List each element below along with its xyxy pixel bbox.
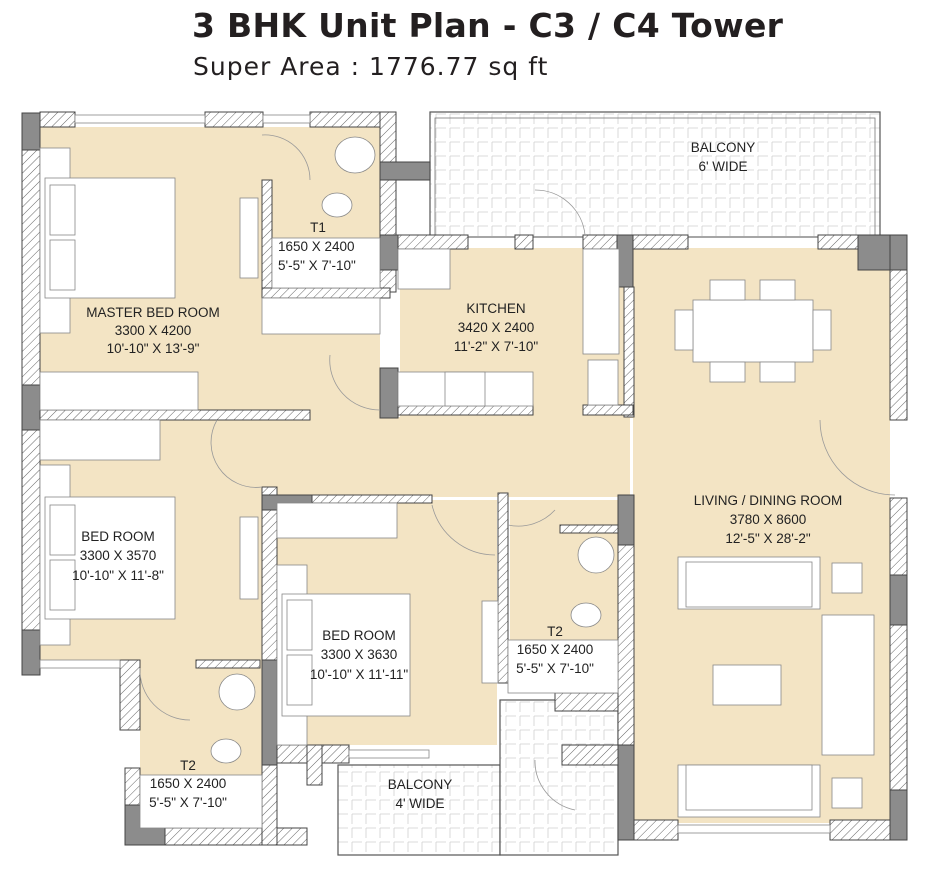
svg-text:BED ROOM: BED ROOM xyxy=(81,529,155,544)
svg-text:MASTER BED ROOM: MASTER BED ROOM xyxy=(86,305,220,320)
svg-text:10'-10" X 13'-9": 10'-10" X 13'-9" xyxy=(107,341,200,356)
svg-text:KITCHEN: KITCHEN xyxy=(466,301,525,316)
svg-text:5'-5" X 7'-10": 5'-5" X 7'-10" xyxy=(278,258,356,273)
windows xyxy=(39,114,831,834)
room-t1: T1 1650 X 2400 5'-5" X 7'-10" xyxy=(278,220,356,273)
svg-text:1650 X 2400: 1650 X 2400 xyxy=(278,239,355,254)
room-kitchen: KITCHEN 3420 X 2400 11'-2" X 7'-10" xyxy=(454,301,538,354)
room-bedroom-2: BED ROOM 3300 X 3630 10'-10" X 11'-11" xyxy=(310,628,409,682)
room-balcony-6: BALCONY 6' WIDE xyxy=(691,140,756,174)
svg-text:BED ROOM: BED ROOM xyxy=(322,628,396,643)
svg-text:3300 X 3570: 3300 X 3570 xyxy=(80,548,157,563)
room-living-dining: LIVING / DINING ROOM 3780 X 8600 12'-5" … xyxy=(694,493,843,546)
svg-text:10'-10" X 11'-11": 10'-10" X 11'-11" xyxy=(310,667,409,682)
svg-text:4' WIDE: 4' WIDE xyxy=(395,796,444,811)
svg-text:5'-5" X 7'-10": 5'-5" X 7'-10" xyxy=(149,795,227,810)
svg-text:BALCONY: BALCONY xyxy=(691,140,756,155)
svg-text:3420 X 2400: 3420 X 2400 xyxy=(458,320,535,335)
svg-text:T2: T2 xyxy=(547,624,563,639)
svg-text:T1: T1 xyxy=(310,220,326,235)
plan-title: 3 BHK Unit Plan - C3 / C4 Tower xyxy=(192,6,784,45)
svg-text:11'-2" X 7'-10": 11'-2" X 7'-10" xyxy=(454,339,538,354)
svg-text:LIVING / DINING ROOM: LIVING / DINING ROOM xyxy=(694,493,843,508)
balcony-6-wide xyxy=(429,111,881,238)
room-t2-right: T2 1650 X 2400 5'-5" X 7'-10" xyxy=(516,624,594,676)
svg-text:6' WIDE: 6' WIDE xyxy=(698,159,747,174)
furniture xyxy=(39,136,875,829)
svg-text:10'-10" X 11'-8": 10'-10" X 11'-8" xyxy=(72,568,164,583)
svg-text:5'-5" X 7'-10": 5'-5" X 7'-10" xyxy=(516,661,594,676)
svg-text:1650 X 2400: 1650 X 2400 xyxy=(150,776,227,791)
room-bedroom-1: BED ROOM 3300 X 3570 10'-10" X 11'-8" xyxy=(72,529,164,583)
room-master-bedroom: MASTER BED ROOM 3300 X 4200 10'-10" X 13… xyxy=(86,305,220,356)
super-area: Super Area : 1776.77 sq ft xyxy=(193,52,549,81)
svg-text:3300 X 3630: 3300 X 3630 xyxy=(321,647,398,662)
svg-text:12'-5" X 28'-2": 12'-5" X 28'-2" xyxy=(725,531,810,546)
door-swings xyxy=(139,134,896,811)
room-t2-left: T2 1650 X 2400 5'-5" X 7'-10" xyxy=(149,758,227,810)
svg-text:3300 X 4200: 3300 X 4200 xyxy=(115,323,192,338)
balcony-4-wide xyxy=(337,699,619,856)
svg-text:3780 X 8600: 3780 X 8600 xyxy=(730,512,807,527)
room-balcony-4: BALCONY 4' WIDE xyxy=(388,777,453,811)
svg-text:BALCONY: BALCONY xyxy=(388,777,453,792)
svg-text:T2: T2 xyxy=(180,758,196,773)
svg-text:1650 X 2400: 1650 X 2400 xyxy=(517,642,594,657)
